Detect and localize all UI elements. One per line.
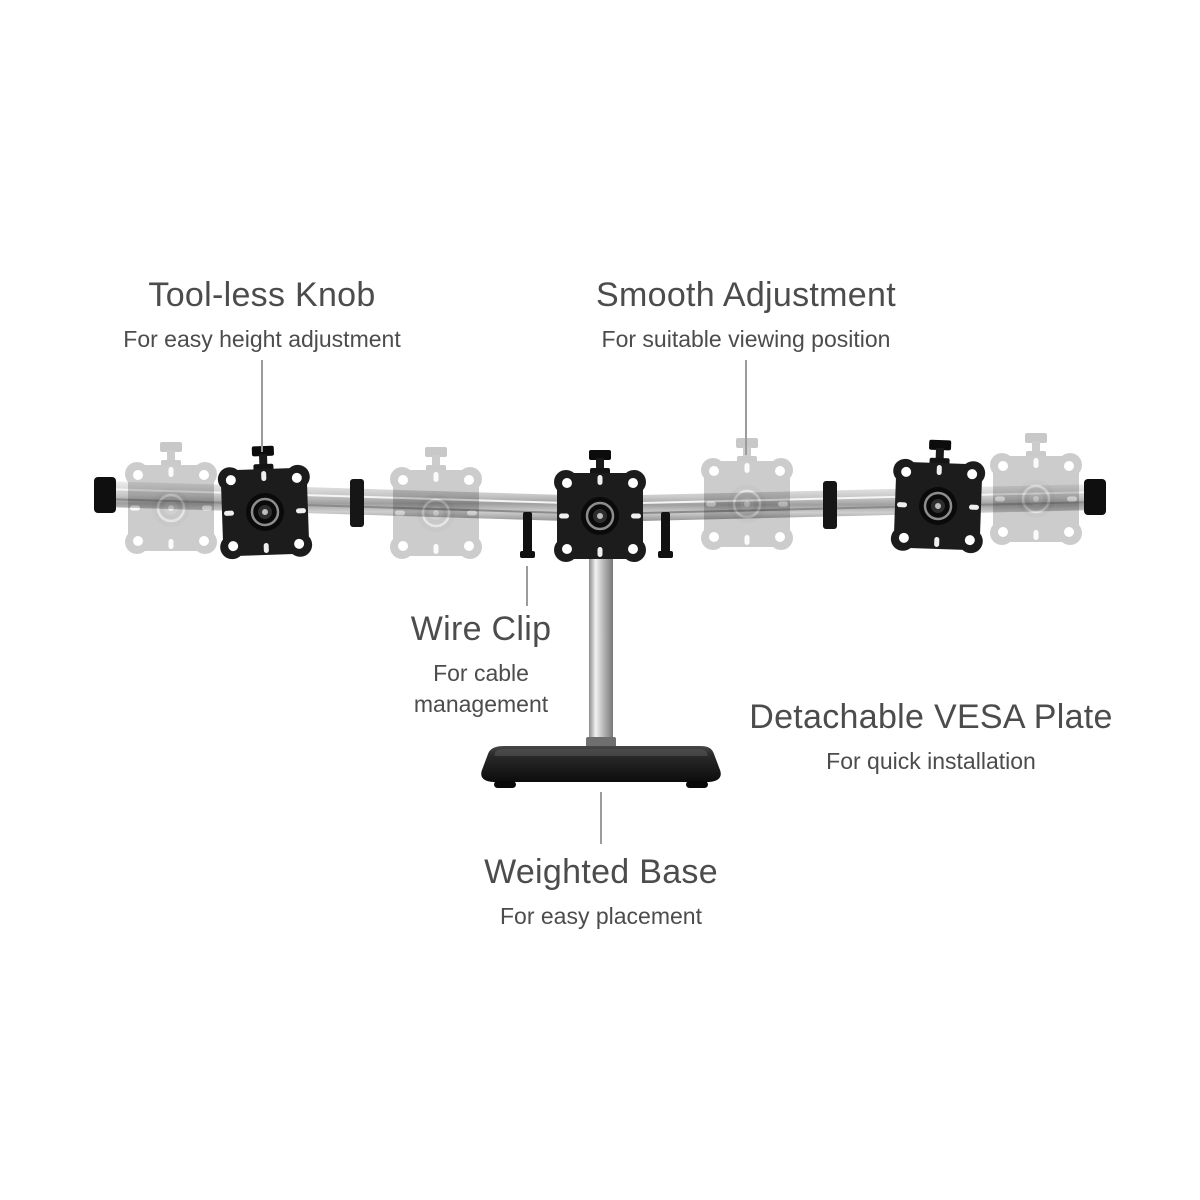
wire-clip-subtitle: For cable management [413, 660, 549, 718]
callout-weighted-base: Weighted Base For easy placement [484, 853, 718, 932]
detachable-vesa-plate-title: Detachable VESA Plate [749, 698, 1113, 736]
callout-detachable-vesa-plate: Detachable VESA Plate For quick installa… [749, 698, 1113, 777]
wire-clip-right [658, 512, 673, 558]
callout-tool-less-knob: Tool-less Knob For easy height adjustmen… [123, 276, 400, 355]
weighted-base-subtitle: For easy placement [500, 903, 702, 929]
tool-less-knob-line [261, 360, 263, 452]
pole-collar [586, 737, 616, 748]
callout-smooth-adjustment: Smooth Adjustment For suitable viewing p… [596, 276, 896, 355]
smooth-adjustment-subtitle: For suitable viewing position [601, 326, 891, 352]
pole [589, 545, 613, 753]
wire-clip-left [520, 512, 535, 558]
smooth-adjustment-line [745, 360, 747, 455]
vesa-plate-left [215, 443, 314, 561]
wire-clip-title: Wire Clip [410, 610, 552, 648]
bar-clamp-left [350, 479, 364, 527]
bar-end-cap-left [94, 477, 116, 513]
bar-end-cap-right [1084, 479, 1106, 515]
detachable-vesa-plate-subtitle: For quick installation [826, 748, 1036, 774]
tool-less-knob-title: Tool-less Knob [148, 276, 376, 314]
bar-clamp-right [823, 481, 837, 529]
smooth-adjustment-title: Smooth Adjustment [596, 276, 896, 314]
weighted-base [481, 746, 721, 788]
tool-less-knob-subtitle: For easy height adjustment [123, 326, 401, 352]
weighted-base-line [600, 792, 602, 844]
wire-clip-line [526, 566, 528, 606]
weighted-base-title: Weighted Base [484, 853, 718, 891]
callout-wire-clip: Wire Clip For cable management [394, 610, 569, 720]
vesa-plate-center [552, 448, 648, 564]
vesa-plate-right [889, 437, 988, 555]
